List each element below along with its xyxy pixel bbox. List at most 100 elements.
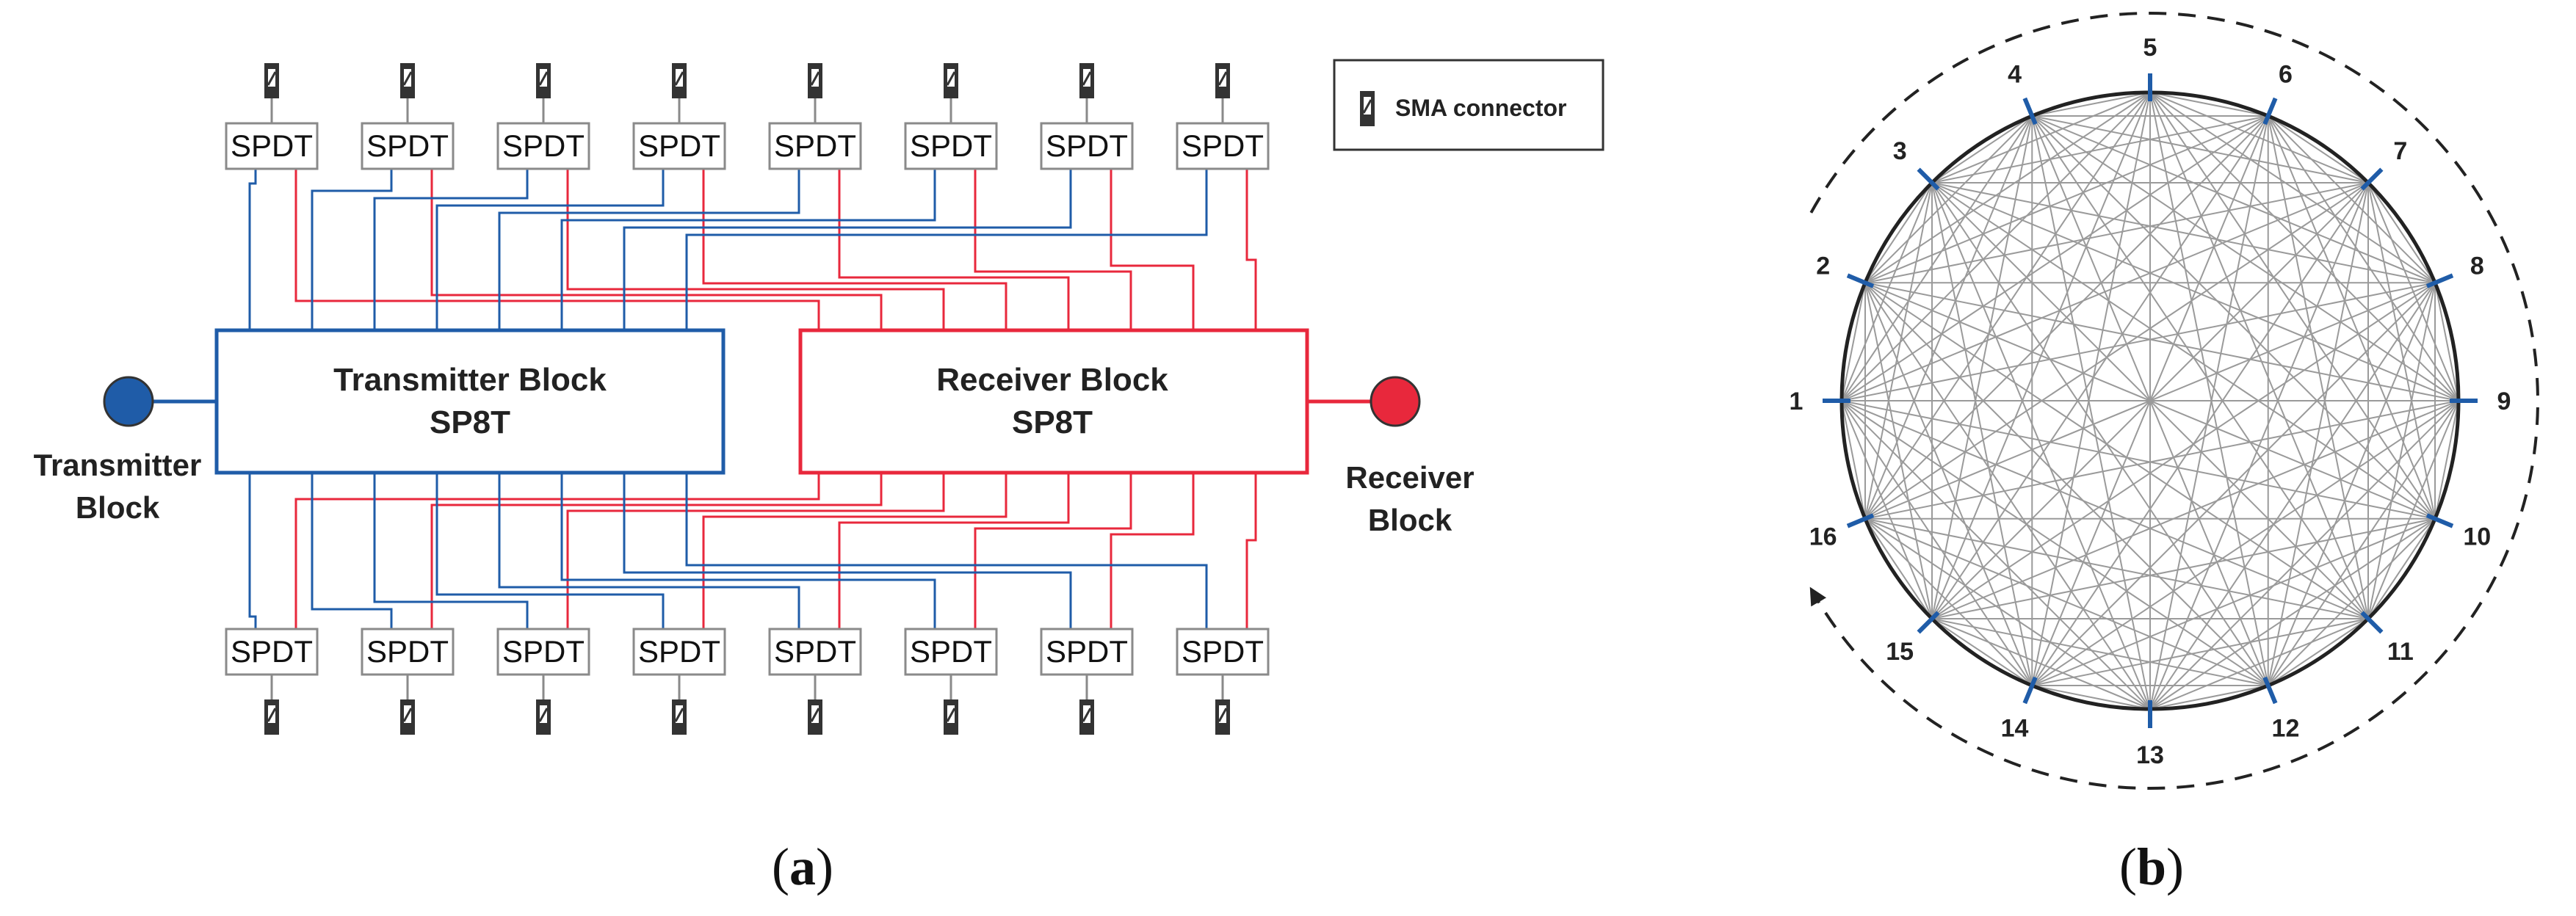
electrode-label: 1 — [1790, 388, 1803, 415]
chord — [2268, 518, 2436, 686]
bottom-wiring — [248, 473, 1257, 629]
spdt-box-top — [768, 122, 862, 170]
chord — [2031, 400, 2459, 686]
chord-mesh — [1841, 92, 2459, 710]
chord — [2032, 618, 2369, 687]
chord — [2367, 182, 2436, 283]
rx-wire-top — [1110, 169, 1195, 330]
rx-wire-top — [430, 169, 883, 330]
sma-connector-icon — [536, 699, 551, 735]
sma-connector-icon — [1215, 699, 1230, 735]
electrode-label: 12 — [2272, 714, 2300, 742]
spdt-label-bottom: SPDT — [502, 634, 585, 669]
chord — [2267, 115, 2459, 401]
chord — [1841, 400, 2436, 520]
transmitter-block-box — [214, 328, 726, 475]
chord — [1931, 517, 2436, 619]
tx-wire-top — [498, 169, 800, 330]
tx-wire-bottom — [373, 473, 529, 629]
chord — [1864, 518, 2033, 686]
chord — [1864, 282, 2369, 619]
top-wiring — [248, 169, 1257, 330]
tx-wire-top — [435, 169, 665, 330]
rx-wire-top — [1245, 169, 1257, 330]
chord — [1864, 283, 1933, 619]
rx-wire-bottom — [838, 473, 1070, 629]
spdt-label-bottom: SPDT — [774, 634, 856, 669]
chord — [1931, 115, 2033, 183]
chord — [2149, 517, 2436, 710]
chord — [2267, 400, 2459, 686]
spdt-label-top: SPDT — [502, 128, 585, 163]
spdt-box-bottom — [904, 628, 998, 676]
receiver-block-subtitle: SP8T — [1012, 404, 1093, 440]
chord — [1931, 114, 2268, 183]
receiver-block-title: Receiver Block — [936, 362, 1168, 398]
transmitter-block-subtitle: SP8T — [430, 404, 510, 440]
sma-connector-icon — [672, 699, 687, 735]
sma-connector-icon — [400, 699, 415, 735]
chord — [2268, 115, 2369, 183]
rx-wire-bottom — [1110, 473, 1195, 629]
spdt-label-top: SPDT — [231, 128, 313, 163]
chord — [1864, 182, 1933, 283]
rx-wire-bottom — [430, 473, 883, 629]
sma-connector-icon — [264, 63, 279, 98]
sma-connector-icon — [1079, 699, 1094, 735]
spdt-label-top: SPDT — [638, 128, 720, 163]
tx-wire-top — [685, 169, 1208, 330]
electrode-tick — [2262, 97, 2278, 126]
receiver-port-label-line2: Block — [1368, 503, 1452, 537]
receiver-block-box — [798, 328, 1309, 475]
electrode-tick — [2022, 97, 2038, 126]
chord — [1864, 282, 2459, 401]
electrode-tick — [2022, 676, 2038, 705]
chord — [2032, 114, 2369, 183]
connectors-bottom-row — [264, 675, 1230, 735]
spdt-label-bottom: SPDT — [638, 634, 720, 669]
chord — [1931, 182, 2436, 520]
electrode-tick — [1846, 513, 1875, 528]
chord — [2149, 92, 2269, 686]
spdt-label-top: SPDT — [1182, 128, 1264, 163]
caption-b: (b) — [2119, 837, 2184, 896]
spdt-label-bottom: SPDT — [910, 634, 992, 669]
rx-wire-bottom — [974, 473, 1132, 629]
chord — [2149, 115, 2269, 710]
electrode-ticks — [1823, 73, 2478, 728]
transmitter-block-title: Transmitter Block — [333, 362, 607, 398]
chord — [1841, 282, 2436, 401]
chord — [2268, 618, 2369, 686]
rx-wire-bottom — [566, 473, 945, 629]
electrode-label: 2 — [1816, 252, 1830, 280]
chord — [2031, 182, 2369, 686]
spdt-label-bottom: SPDT — [1046, 634, 1128, 669]
sma-connector-icon — [400, 63, 415, 98]
rx-wire-top — [838, 169, 1070, 330]
rx-wire-bottom — [1245, 473, 1257, 629]
tx-wire-bottom — [435, 473, 665, 629]
sma-connector-icon — [808, 699, 822, 735]
chord — [1864, 92, 2151, 520]
chord — [2031, 115, 2151, 710]
rotation-arc — [1809, 12, 2539, 790]
tx-wire-top — [373, 169, 529, 330]
sma-connector-icon — [672, 63, 687, 98]
chord — [1864, 92, 2151, 284]
chord — [2149, 92, 2436, 284]
sma-connector-icon — [1360, 91, 1375, 126]
chord — [2031, 115, 2369, 619]
caption-a: (a) — [772, 837, 833, 896]
tx-wire-bottom — [311, 473, 393, 629]
rx-wire-bottom — [294, 473, 820, 629]
transmitter-port-node — [103, 376, 154, 427]
chord — [2032, 92, 2151, 117]
transmitter-port-label-line1: Transmitter — [34, 448, 202, 482]
chord — [1864, 517, 2151, 710]
legend-box — [1333, 59, 1604, 151]
sma-connector-icon — [536, 63, 551, 98]
chord — [2149, 685, 2268, 710]
